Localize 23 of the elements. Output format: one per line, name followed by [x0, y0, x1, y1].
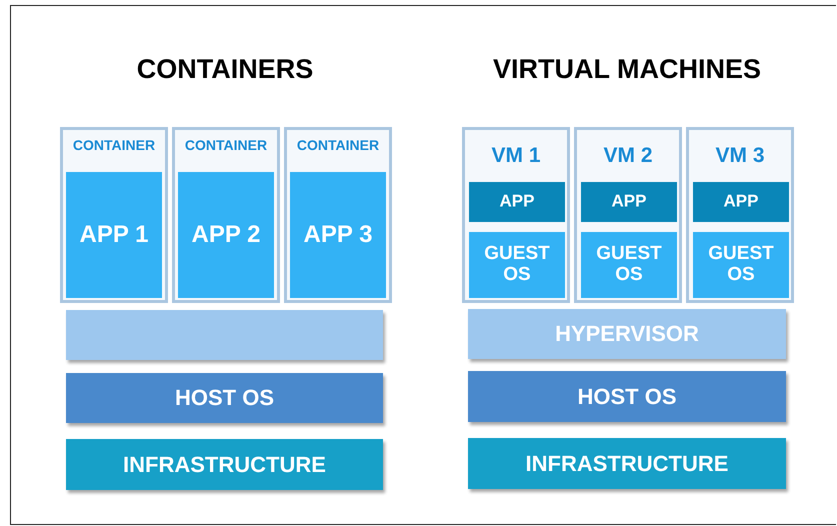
app-block: APP 3 — [290, 172, 386, 298]
container-column: CONTAINER APP 2 — [172, 127, 280, 303]
guest-os-block: GUEST OS — [469, 232, 565, 298]
app-block: APP 1 — [66, 172, 162, 298]
infrastructure-layer: INFRASTRUCTURE — [468, 438, 786, 489]
guest-os-block: GUEST OS — [581, 232, 677, 298]
host-os-layer: HOST OS — [468, 371, 786, 422]
app-block: APP — [581, 182, 677, 222]
container-column: CONTAINER APP 3 — [284, 127, 392, 303]
vm-column: VM 1 APP GUEST OS — [462, 127, 570, 303]
app-block: APP — [693, 182, 789, 222]
app-block: APP 2 — [178, 172, 274, 298]
engine-layer — [66, 310, 383, 360]
host-os-layer: HOST OS — [66, 373, 383, 423]
engine-layer: HYPERVISOR — [468, 309, 786, 359]
section-heading: CONTAINERS — [136, 54, 314, 85]
section-heading: VIRTUAL MACHINES — [492, 54, 762, 85]
vm-column: VM 2 APP GUEST OS — [574, 127, 682, 303]
guest-os-block: GUEST OS — [693, 232, 789, 298]
vm-column: VM 3 APP GUEST OS — [686, 127, 794, 303]
app-block: APP — [469, 182, 565, 222]
infrastructure-layer: INFRASTRUCTURE — [66, 439, 383, 490]
container-column: CONTAINER APP 1 — [60, 127, 168, 303]
